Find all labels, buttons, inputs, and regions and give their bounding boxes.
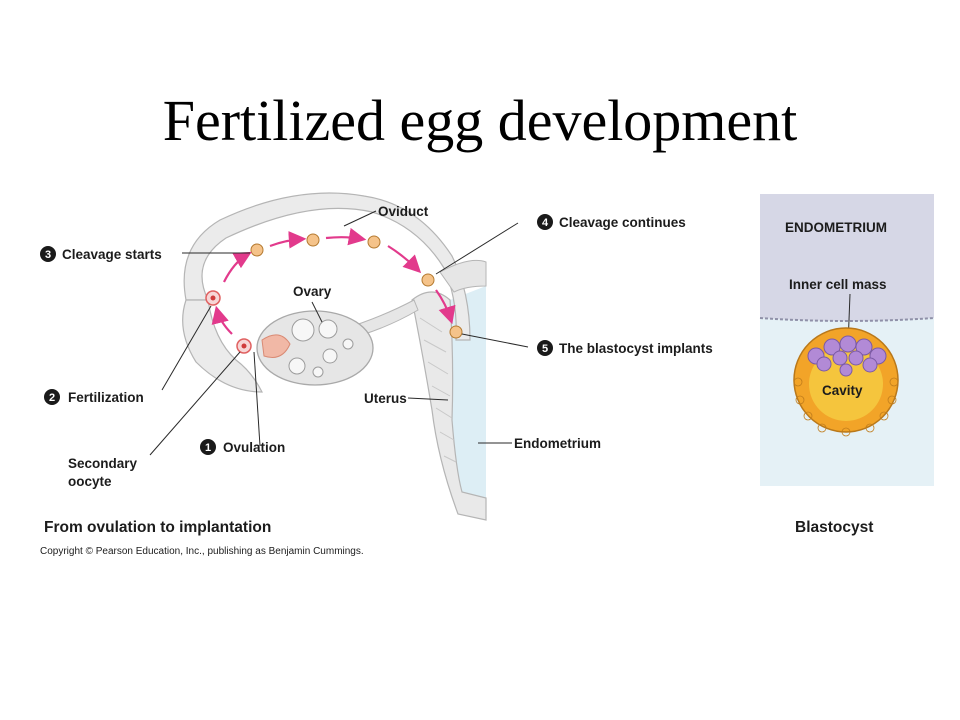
step-3-label: 3 Cleavage starts [40,246,162,262]
uterine-wall [411,291,487,521]
implanting-blastocyst [449,325,463,339]
uterine-fundus [439,259,487,293]
trophoblast-cells [793,377,899,437]
blastocyst-panel: ENDOMETRIUM Inner cell mass [759,194,935,486]
two-cell-stage [250,243,264,257]
reproductive-tract-illustration [182,192,487,521]
endometrium-edge [759,317,935,322]
blastocyst-caption: Blastocyst [795,519,873,536]
svg-text:The blastocyst implants: The blastocyst implants [559,341,713,356]
copyright-notice: Copyright © Pearson Education, Inc., pub… [40,546,364,557]
step-5-badge [537,340,553,356]
svg-text:Cleavage starts: Cleavage starts [62,247,162,262]
secondary-oocyte-label-line1: Secondary [68,456,138,471]
morula-stage [421,273,435,287]
leader-lines [149,210,529,456]
main-diagram-caption: From ovulation to implantation [44,519,271,536]
step-3-badge [40,246,56,262]
svg-text:3: 3 [45,249,51,261]
endometrium-layer [760,194,934,321]
eight-cell-stage [367,235,381,249]
ruptured-follicle [261,334,291,358]
step-5-label: 5 The blastocyst implants [537,340,713,356]
fimbriae [182,299,263,393]
endometrium-label: Endometrium [514,436,601,451]
inner-cell-mass-label: Inner cell mass [789,277,887,292]
cavity-label: Cavity [822,383,863,398]
slide-title: Fertilized egg development [162,88,798,153]
step-1-badge [200,439,216,455]
egg-stages [205,233,463,354]
inner-cell-mass [807,335,887,377]
svg-text:Cleavage continues: Cleavage continues [559,215,686,230]
endometrium-panel-label: ENDOMETRIUM [785,220,887,235]
step-4-badge [537,214,553,230]
uterus-label: Uterus [364,391,407,406]
travel-arrows [211,227,456,335]
svg-text:2: 2 [49,392,55,404]
svg-text:Ovulation: Ovulation [223,440,285,455]
four-cell-stage [306,233,320,247]
blastocyst-illustration [793,327,899,437]
secondary-oocyte-label-line2: oocyte [68,474,112,489]
ovary-shape [256,310,374,386]
ovarian-follicles [288,318,354,378]
step-1-label: 1 Ovulation [200,439,285,455]
svg-text:4: 4 [542,217,549,229]
svg-text:5: 5 [542,343,548,355]
step-2-label: 2 Fertilization [44,389,144,405]
step-2-badge [44,389,60,405]
ovary-label: Ovary [293,284,332,299]
oviduct-label: Oviduct [378,204,429,219]
svg-text:Fertilization: Fertilization [68,390,144,405]
svg-text:1: 1 [205,442,211,454]
step-4-label: 4 Cleavage continues [537,214,686,230]
